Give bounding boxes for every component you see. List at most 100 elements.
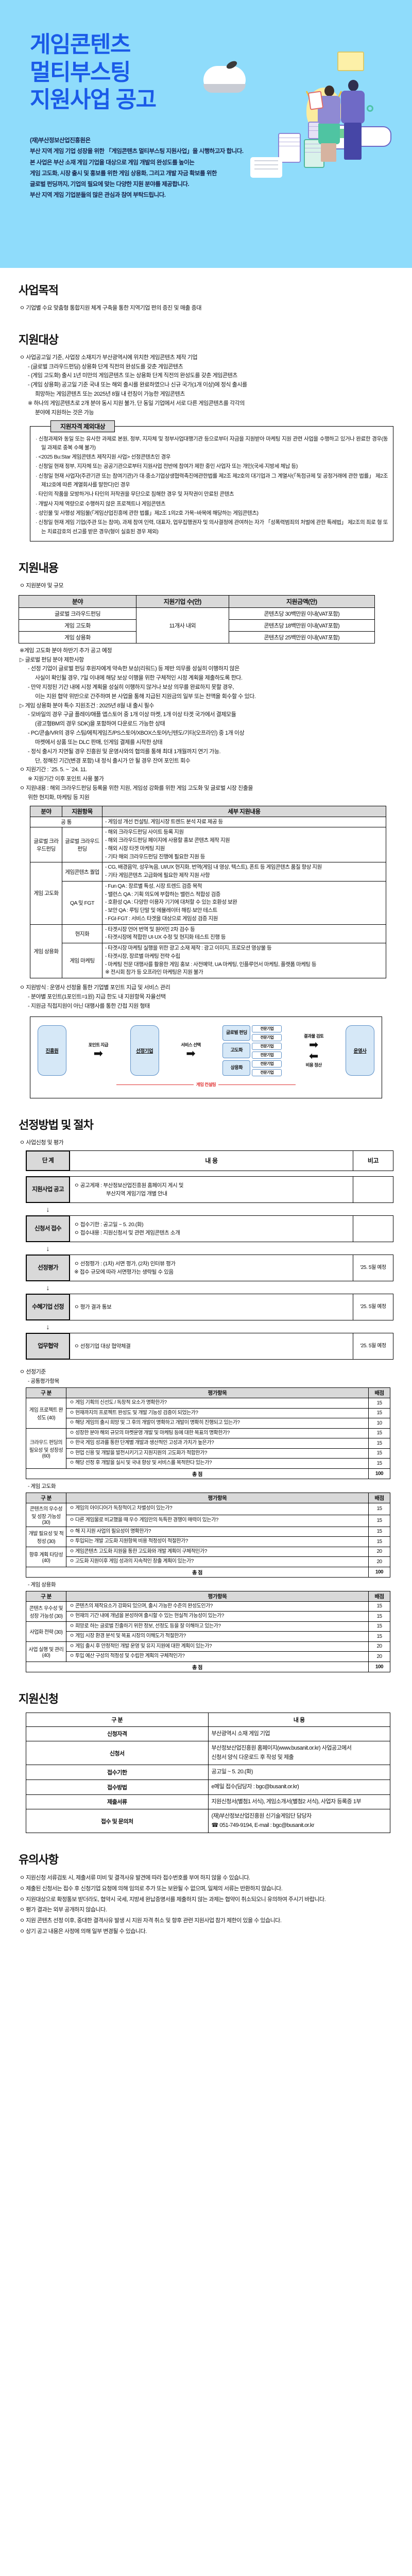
- hero-desc-line: 본 사업은 부산 소재 게임 기업을 대상으로 게임 개발의 완성도를 높이는: [30, 159, 195, 166]
- criterion-text: ㅇ 성장한 분야 해외 규모의 마켓운영 개발 및 마케팅 등에 대한 목표의 …: [70, 1430, 230, 1436]
- cell-amount: 콘텐츠당 18백만원 이내(VAT포함): [228, 619, 375, 632]
- table-row: 콘텐츠 우수성 및 성장 가능성 (30) ㅇ 콘텐츠의 제작요소가 강화되 있…: [26, 1601, 390, 1622]
- advancement-criteria-table: 구 분 평가항목 배점 콘텐츠의 우수성 및 성장 가능성 (30) ㅇ 게임의…: [26, 1492, 390, 1578]
- table-row: ㅇ 현재의 기간 내에 개념을 본성하여 출시할 수 있는 현실적 가능성이 있…: [26, 1611, 390, 1622]
- server-icon: [278, 133, 301, 163]
- col-group: 구 분: [26, 1387, 66, 1399]
- col-group: 구 분: [26, 1492, 66, 1503]
- apply-label: ㅇ 사업신청 및 평가: [20, 1139, 64, 1146]
- flow-node-label: 운영사: [353, 1048, 367, 1054]
- total-score: 100: [368, 1661, 390, 1672]
- col-field: 분야: [18, 595, 137, 608]
- criterion-text: ㅇ 게임 출시 후 안정적인 개발 운영 및 유지 지원에 대한 계획이 있는가…: [70, 1643, 212, 1649]
- detail-line: - 해외 시장 타겟 마케팅 지원: [105, 845, 165, 852]
- col-score: 배점: [368, 1590, 390, 1602]
- detail-line: - Fun QA : 장르별 특성, 시장 트렌드 검증 목적: [105, 883, 202, 889]
- col-count: 지원기업 수(안): [136, 595, 229, 608]
- folder-icon: [337, 52, 364, 71]
- step-row: 지원사업 공고 ㅇ 공고게재 : 부산정보산업진흥원 홈페이지 게시 및 부산지…: [26, 1176, 393, 1204]
- target-item: ※ 하나의 게임콘텐츠로 2개 분야 동시 지원 불가, 단 동일 기업에서 서…: [28, 400, 245, 406]
- support-period: ㅇ 지원기간 : `25. 5. ~ `24. 11.: [20, 767, 87, 773]
- consult-line-right: [218, 1084, 296, 1085]
- person-skirt: [318, 124, 340, 144]
- step-content: ㅇ 접수기한 : 공고일 ~ 5. 20.(화) ㅇ 접수내용 : 지원신청서 …: [70, 1215, 353, 1243]
- application-table: 구 분 내 용 신청자격 부산광역시 소재 게임 기업 신청서 부산정보산업진흥…: [26, 1712, 390, 1834]
- title-line-2: 멀티부스팅: [30, 59, 131, 85]
- flow-firm-stack: 전문기업 전문기업: [252, 1060, 282, 1076]
- cell-detail: - 타겟시장 언어 번역 및 원어민 2차 검수 등 - 타겟시장에 적합한 U…: [102, 924, 386, 944]
- method-note: - 분야별 포인트(1포인트=1원) 지급 한도 내 지원항목 자율선택: [28, 993, 166, 1000]
- criterion-text: ㅇ 해당 선정 후 개발을 실시 및 국내 향상 및 서비스를 목적한다 있는가…: [70, 1460, 212, 1466]
- step-stage: 지원사업 공고: [26, 1176, 70, 1204]
- flow-arrow-1: 포인트 지급 ➡: [89, 1042, 109, 1059]
- col-content: 내 용: [70, 1150, 353, 1172]
- flow-consulting-line: 게임 컨설팅: [38, 1081, 374, 1088]
- step-stage: 선정평가: [26, 1255, 70, 1282]
- cell-criterion: ㅇ 게임 기획의 신선도 / 독창적 요소가 명확한가?: [66, 1398, 369, 1409]
- cell-score: 20: [368, 1651, 390, 1662]
- step-content: ㅇ 선정평가 : (1차) 서면 평가, (2차) 인터뷰 평가 ※ 접수 규모…: [70, 1255, 353, 1282]
- table-row: ㅇ 다른 게임물로 비교했을 때 우수 게임만의 독특한 경쟁이 매력이 있는가…: [26, 1514, 390, 1527]
- table-header-row: 분야 지원항목 세부 지원내용: [30, 805, 386, 817]
- table-total-row: 총 점 100: [26, 1566, 390, 1578]
- cell-score: 15: [368, 1408, 390, 1419]
- table-row: ㅇ 게임 시장 환경 분석 및 목표 시장의 이해도가 적절한가? 15: [26, 1631, 390, 1642]
- col-stage: 단 계: [26, 1150, 70, 1172]
- table-row: 신청서 부산정보산업진흥원 홈페이지(www.busanit.or.kr) 사업…: [26, 1741, 390, 1766]
- detail-line: - 타겟시장에 적합한 UI·UX 수정 및 현지화 테스트 진행 등: [105, 934, 226, 941]
- scale-note: ㅇ 지원내용 : 해외 크라우드펀딩 등록을 위한 지원, 게임성 강화를 위한…: [20, 785, 253, 791]
- spacer: [26, 1171, 393, 1176]
- cell-criterion: ㅇ 현업 신용 및 개발을 발전시키기고 지원지원의 고도화가 적합한가?: [66, 1448, 369, 1459]
- step-stage: 업무협약: [26, 1333, 70, 1360]
- col-item: 지원항목: [62, 805, 102, 817]
- scale-note: 위한 현지화, 마케팅 등 지원: [28, 794, 90, 801]
- table-row: 글로벌 크라우드펀딩 11개사 내외 콘텐츠당 30백만원 이내(VAT포함): [18, 607, 375, 643]
- cell-score: 20: [368, 1641, 390, 1652]
- criterion-text: ㅇ 해 지 지원 사업의 필요성이 명확한가?: [70, 1528, 151, 1534]
- flow-categories: 글로벌 펀딩 전문기업 전문기업 고도화 전문기업 전문기업: [222, 1025, 282, 1076]
- step-content-line: ㅇ 선정평가 : (1차) 서면 평가, (2차) 인터뷰 평가: [74, 1261, 176, 1267]
- table-total-row: 총 점 100: [26, 1661, 390, 1672]
- consult-label: 게임 컨설팅: [196, 1081, 216, 1087]
- flow-firm: 전문기업: [252, 1051, 282, 1059]
- total-score: 100: [368, 1566, 390, 1578]
- gear-icon: [367, 105, 373, 112]
- hero-desc-line: 부산 지역 게임 기업 성장을 위한 「게임콘텐츠 멀티부스팅 지원사업」을 시…: [30, 148, 244, 155]
- step-note: [353, 1176, 393, 1204]
- step-header-row: 단 계 내 용 비고: [26, 1150, 393, 1172]
- arrow-down-icon: ↓: [46, 1205, 50, 1214]
- cell-field: 게임 상용화: [18, 631, 137, 643]
- flow-firm-stack: 전문기업 전문기업: [252, 1025, 282, 1041]
- col-score: 배점: [368, 1492, 390, 1503]
- criterion-text: ㅇ 현재의 기간 내에 개념을 본성하여 출시할 수 있는 현실적 가능성이 있…: [70, 1613, 224, 1619]
- consult-line-left: [116, 1084, 194, 1085]
- cell-criterion: ㅇ 해당 게임의 출시 희망 및 그 후의 개발이 명확하고 개발이 명확히 진…: [66, 1418, 369, 1429]
- target-item: - (게임 상용화) 공고일 기준 국내 또는 해외 출시를 완료하였으나 신규…: [28, 382, 247, 388]
- detail-line: ※ 전시회 참가 등 오프라인 마케팅은 지원 불가: [105, 969, 203, 976]
- total-label: 총 점: [26, 1566, 369, 1578]
- col-group: 구 분: [26, 1590, 66, 1602]
- scale-note: - 선정 기업이 글로벌 펀딩 후원자에게 약속한 보상(리워드) 등 제반 의…: [28, 666, 239, 672]
- scale-note: 단, 정해진 기간(변경 포함) 내 정식 출시가 안 될 경우 잔여 포인트 …: [35, 757, 191, 764]
- cell-criterion: ㅇ 현재까지의 프로젝트 완성도 및 개발 기능성 검증이 되었는가?: [66, 1408, 369, 1419]
- field-criteria2-title: - 게임 상용화: [28, 1581, 56, 1588]
- row-label-form: 신청서: [26, 1741, 209, 1766]
- col-division: 구 분: [26, 1712, 209, 1727]
- criterion-text: ㅇ 고도화 지원이후 게임 성과의 지속적인 창출 계획이 있는가?: [70, 1558, 194, 1565]
- cell-amount: 콘텐츠당 30백만원 이내(VAT포함): [228, 607, 375, 620]
- page-title: 게임콘텐츠 멀티부스팅 지원사업 공고: [30, 31, 412, 114]
- exclusion-box-title: 지원자격 제외대상: [50, 420, 115, 432]
- table-row: ㅇ 투입 예산 구성의 적정성 및 수립한 계획의 구체적인가? 20: [26, 1651, 390, 1662]
- table-row: 접수기한 공고일 ~ 5. 20.(화): [26, 1765, 390, 1780]
- cell-criterion: ㅇ 고도화 지원이후 게임 성과의 지속적인 창출 계획이 있는가?: [66, 1556, 369, 1567]
- cell-score: 15: [368, 1536, 390, 1547]
- arrow-right-icon: ➡: [186, 1047, 196, 1060]
- cell-group: 사업화 전략 (30): [26, 1621, 66, 1642]
- step-content-line: ※ 접수 규모에 따라 서면평가는 생략될 수 있음: [74, 1269, 174, 1276]
- person-head: [348, 80, 358, 91]
- common-criteria-table: 구 분 평가항목 배점 게임 프로젝트 완성도 (40) ㅇ 게임 기획의 신선…: [26, 1387, 390, 1479]
- table-row: 사업 실행 및 관리 (40) ㅇ 게임 출시 후 안정적인 개발 운영 및 유…: [26, 1641, 390, 1662]
- section-heading-purpose: 사업목적: [19, 284, 59, 297]
- criterion-text: ㅇ 게임 기획의 신선도 / 독창적 요소가 명확한가?: [70, 1400, 167, 1406]
- col-content: 내 용: [208, 1712, 390, 1727]
